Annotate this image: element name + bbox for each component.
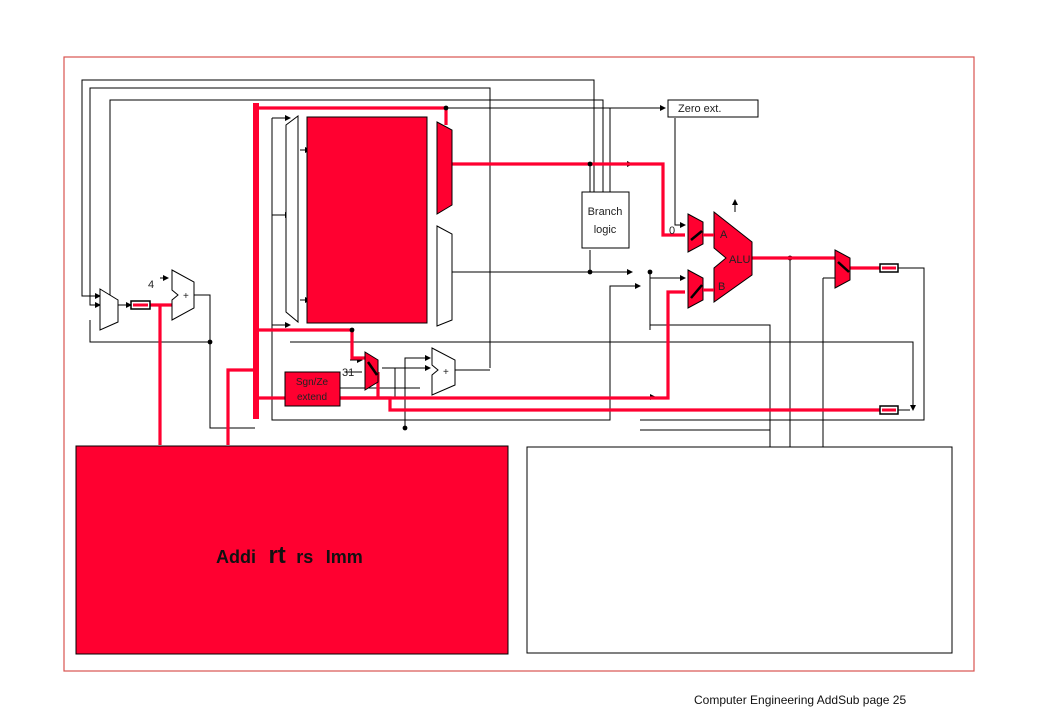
- register-file: [306, 116, 428, 324]
- sign-extend-label-2: extend: [297, 392, 327, 403]
- zero-ext-unit: [667, 99, 759, 118]
- branch-logic-unit: [581, 191, 630, 249]
- instr-rt: rt: [268, 542, 285, 569]
- branch-logic-label-1: Branch: [588, 206, 623, 218]
- data-memory: [526, 446, 953, 654]
- instr-opcode: Addi: [216, 547, 256, 567]
- alu-a-mux: [687, 213, 704, 253]
- junction-dots: [349, 105, 593, 333]
- branch-logic-label-2: logic: [594, 224, 617, 236]
- pc-adder-plus: +: [183, 291, 189, 302]
- const-4-label: 4: [148, 279, 154, 291]
- sign-extend-label-1: Sgn/Ze: [296, 377, 329, 388]
- alu-label: ALU: [729, 254, 750, 266]
- read-data-2-mux: [436, 225, 453, 327]
- const-0-label: 0: [669, 225, 675, 237]
- write-back-mux: [834, 249, 851, 289]
- sign-extend-unit: [284, 371, 341, 407]
- instr-imm: Imm: [326, 547, 363, 567]
- write-reg-mux: [364, 351, 379, 391]
- pc-mux: [99, 288, 119, 331]
- slide-frame: [63, 56, 975, 672]
- alu-b-label: B: [718, 281, 725, 293]
- control-wires: [81, 79, 925, 450]
- regfile-left-port-upper: [285, 115, 299, 324]
- branch-adder: [431, 347, 456, 396]
- alu-b-mux: [687, 269, 704, 309]
- instruction-text: Addi rt rs Imm: [216, 542, 363, 569]
- instr-rs: rs: [296, 547, 313, 567]
- branch-adder-plus: +: [443, 367, 449, 378]
- instruction-bus: [253, 103, 259, 419]
- pc-adder: [171, 269, 195, 321]
- alu: [713, 210, 753, 303]
- read-data-1-mux: [436, 121, 453, 215]
- instruction-memory: [75, 445, 509, 655]
- footer-text: Computer Engineering AddSub page 25: [694, 693, 907, 707]
- zero-ext-label: Zero ext.: [678, 103, 721, 115]
- alu-a-label: A: [720, 229, 728, 241]
- const-31-label: 31: [342, 367, 354, 379]
